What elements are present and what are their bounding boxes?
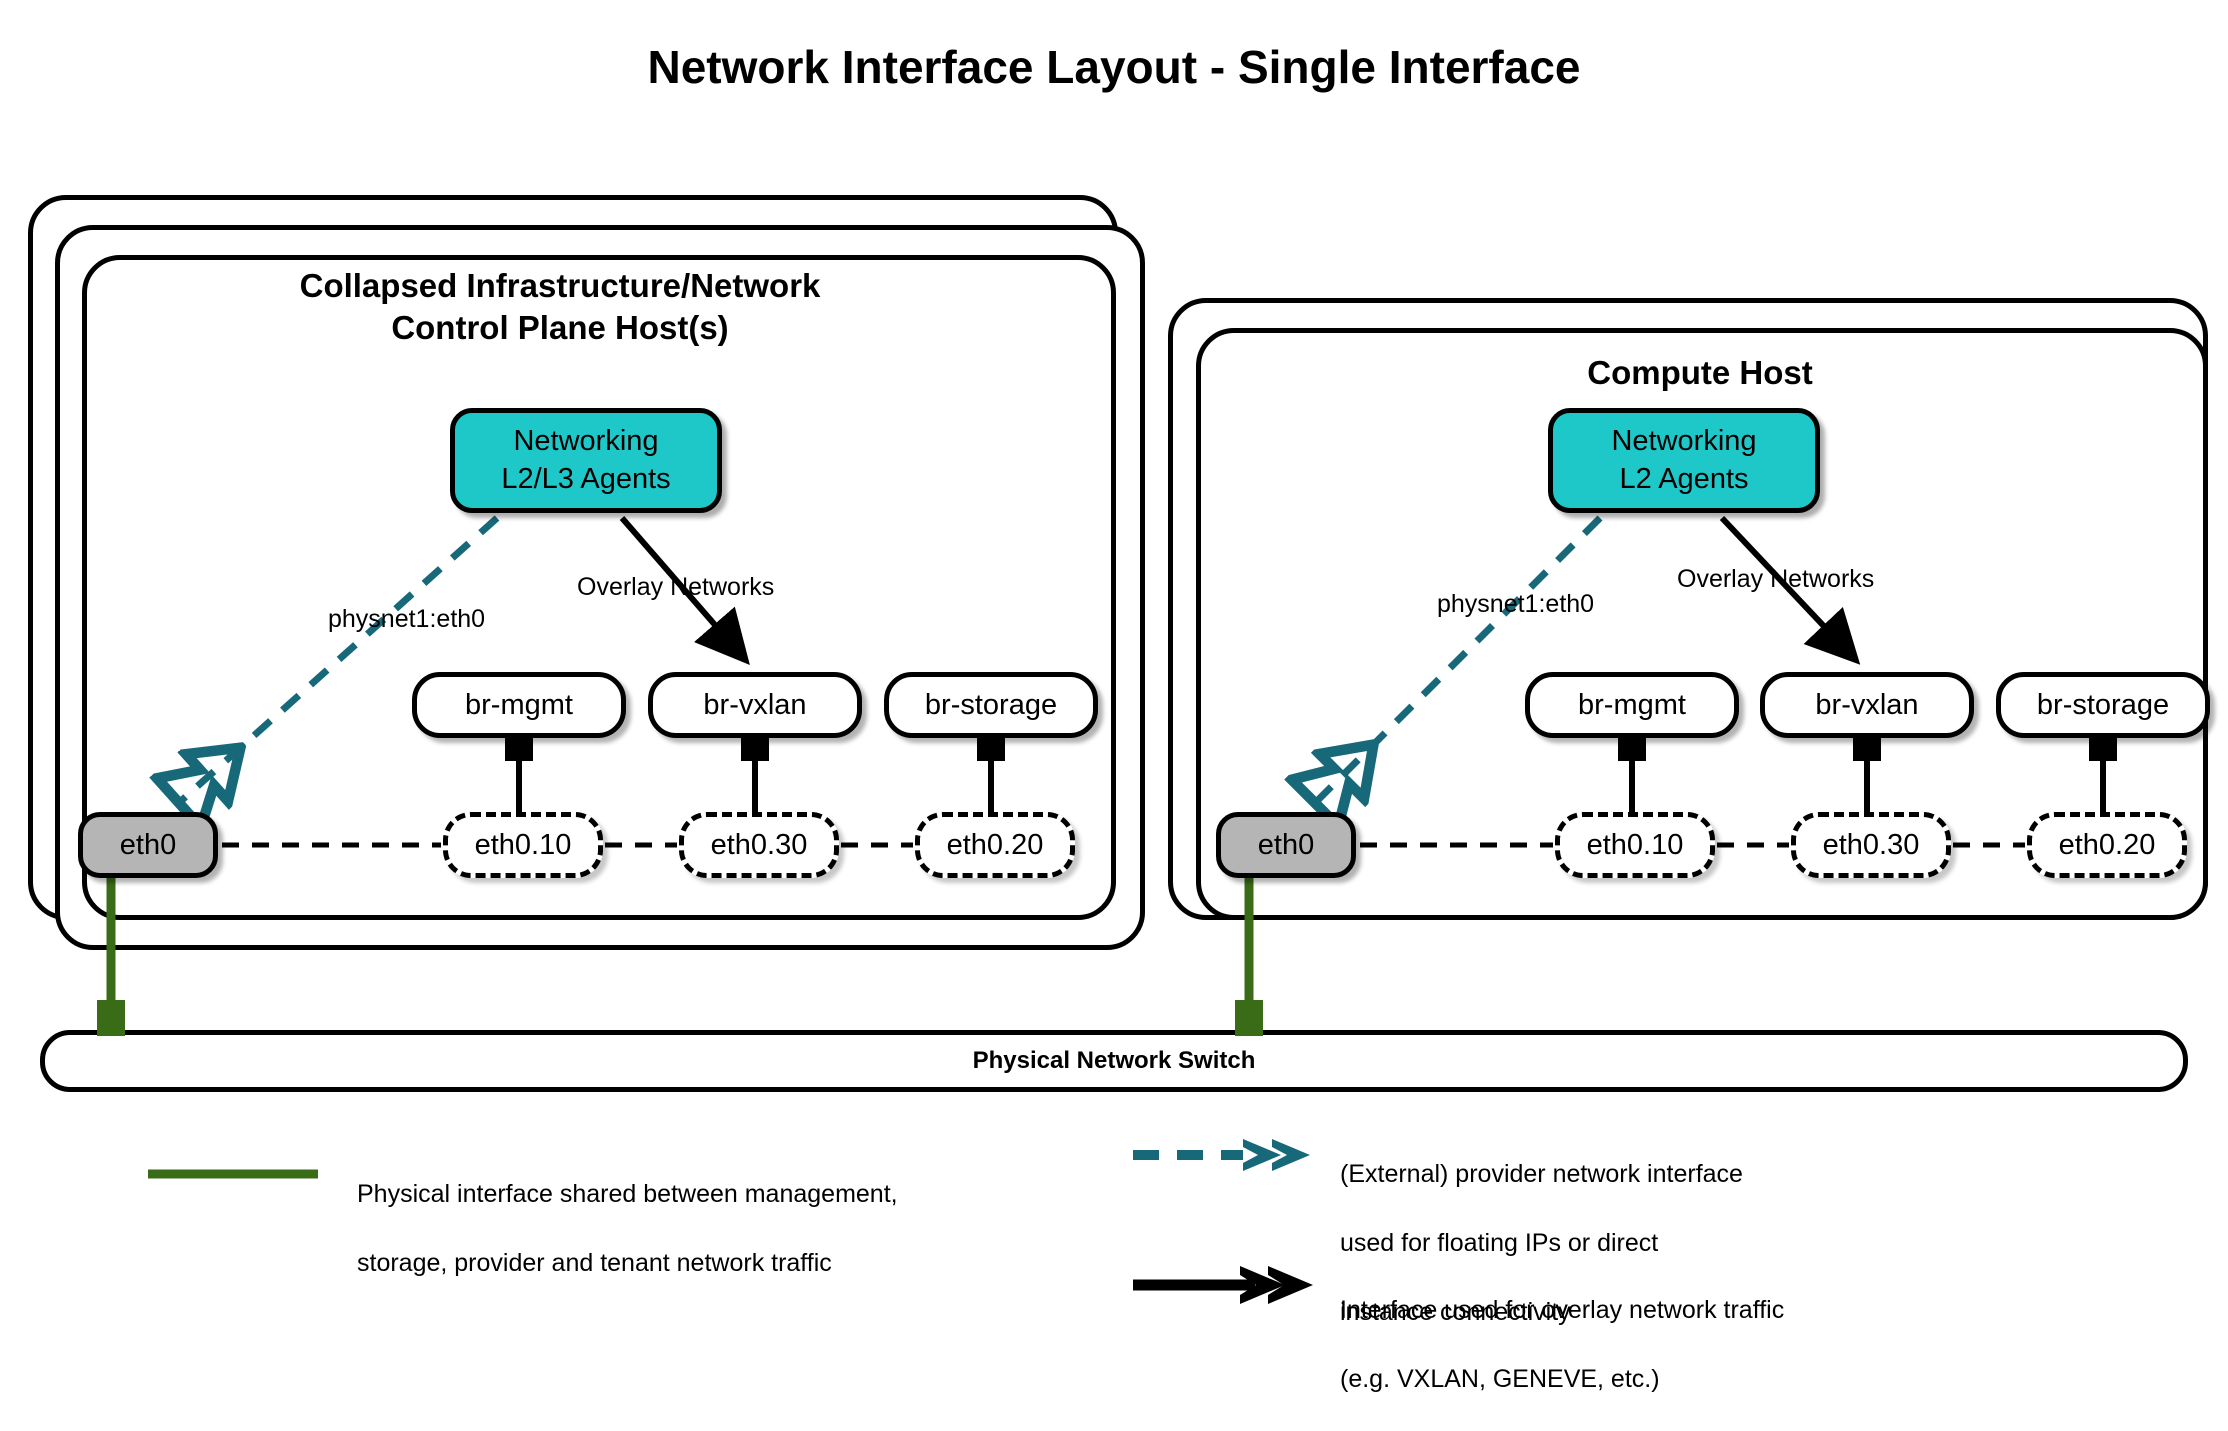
host-title-line-1: Compute Host [1587, 354, 1813, 391]
vlan-label: eth0.20 [2058, 828, 2156, 861]
vlan-label: eth0.10 [1586, 828, 1684, 861]
vlan-label: eth0.30 [710, 828, 808, 861]
agent-label-line-2: L2/L3 Agents [501, 462, 671, 495]
vlan-node-eth0-20-compute[interactable]: eth0.20 [2027, 812, 2187, 878]
vlan-node-eth0-10-compute[interactable]: eth0.10 [1555, 812, 1715, 878]
page-title: Network Interface Layout - Single Interf… [647, 41, 1581, 93]
legend-provider-text: (External) provider network interface us… [1340, 1122, 1960, 1364]
host-title-line-1: Collapsed Infrastructure/Network [299, 267, 821, 304]
legend-line-2: (e.g. VXLAN, GENEVE, etc.) [1340, 1364, 1660, 1393]
bridge-node-br-storage-compute[interactable]: br-storage [1996, 672, 2210, 738]
bridge-node-br-vxlan-compute[interactable]: br-vxlan [1760, 672, 1974, 738]
bridge-label: br-storage [924, 688, 1058, 721]
bridge-label: br-vxlan [703, 688, 807, 721]
vlan-node-eth0-10-control-plane[interactable]: eth0.10 [443, 812, 603, 878]
legend-provider-arrow-icon [1133, 1139, 1310, 1171]
agent-label-line-1: Networking [1611, 424, 1757, 457]
physical-nic-node-eth0-control-plane[interactable]: eth0 [78, 812, 218, 878]
host-title-line-2: Control Plane Host(s) [391, 309, 729, 347]
legend-line-2: used for floating IPs or direct [1340, 1228, 1659, 1257]
vlan-label: eth0.10 [474, 828, 572, 861]
legend-physical-text: Physical interface shared between manage… [357, 1142, 997, 1315]
vlan-node-eth0-30-compute[interactable]: eth0.30 [1791, 812, 1951, 878]
legend-line-1: Interface used for overlay network traff… [1340, 1295, 1785, 1324]
legend-line-1: (External) provider network interface [1340, 1159, 1743, 1188]
vlan-node-eth0-30-control-plane[interactable]: eth0.30 [679, 812, 839, 878]
networking-agents-node-control-plane[interactable]: Networking L2/L3 Agents [450, 408, 722, 513]
legend-overlay-arrow-icon [1133, 1266, 1313, 1304]
physical-network-switch[interactable]: Physical Network Switch [40, 1030, 2188, 1092]
bridge-label: br-vxlan [1815, 688, 1919, 721]
vlan-node-eth0-20-control-plane[interactable]: eth0.20 [915, 812, 1075, 878]
host-title-compute: Compute Host [1400, 352, 2000, 394]
vlan-label: eth0.20 [946, 828, 1044, 861]
diagram-canvas: Network Interface Layout - Single Interf… [28, 41, 2210, 1393]
agent-label-line-1: Networking [513, 424, 659, 457]
bridge-label: br-storage [2036, 688, 2170, 721]
legend-line-2: storage, provider and tenant network tra… [357, 1248, 832, 1277]
switch-label: Physical Network Switch [972, 1047, 1256, 1074]
legend-glyph-layer [148, 1139, 1313, 1304]
agent-label-line-2: L2 Agents [1619, 462, 1749, 495]
legend-line-3: instance connectivity [1340, 1297, 1571, 1326]
legend-line-1: Physical interface shared between manage… [357, 1179, 898, 1208]
vlan-label: eth0.30 [1822, 828, 1920, 861]
host-title-control-plane: Collapsed Infrastructure/Network Control… [140, 265, 980, 349]
networking-agents-node-compute[interactable]: Networking L2 Agents [1548, 408, 1820, 513]
